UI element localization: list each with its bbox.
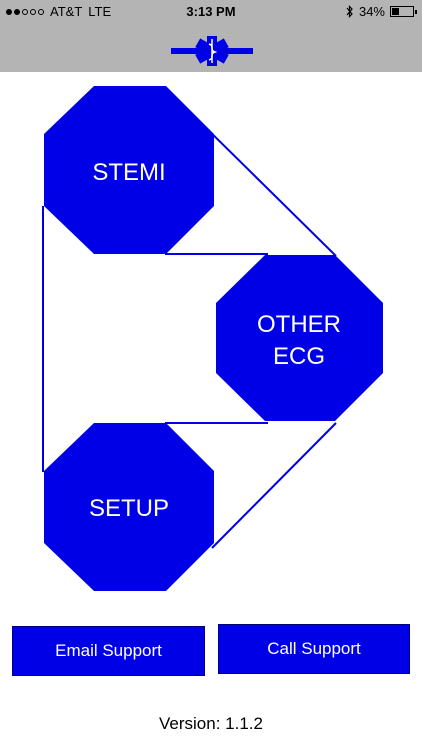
battery-icon xyxy=(390,6,417,17)
stemi-label: STEMI xyxy=(92,159,165,186)
carrier-label: AT&T xyxy=(50,4,83,19)
version-label: Version: 1.1.2 xyxy=(159,714,263,733)
status-right: 34% xyxy=(346,4,417,19)
status-bar: AT&T LTE 3:13 PM 34% xyxy=(0,0,422,24)
status-time: 3:13 PM xyxy=(186,4,236,19)
signal-strength-icon xyxy=(6,8,44,15)
email-support-button[interactable]: Email Support xyxy=(12,626,205,676)
connector-line xyxy=(211,422,337,549)
star-of-life-icon xyxy=(171,36,253,66)
connector-line xyxy=(195,117,337,257)
navigation-bar xyxy=(0,24,422,72)
status-left: AT&T LTE xyxy=(6,4,111,19)
setup-label: SETUP xyxy=(89,495,169,522)
other-ecg-label-line1: OTHER xyxy=(257,311,341,338)
other-ecg-label-line2: ECG xyxy=(273,343,325,370)
other-ecg-button[interactable]: OTHER ECG xyxy=(216,255,383,421)
network-label: LTE xyxy=(88,4,112,19)
setup-button[interactable]: SETUP xyxy=(44,423,214,591)
battery-percent: 34% xyxy=(358,4,385,19)
stemi-button[interactable]: STEMI xyxy=(44,86,214,254)
call-support-button[interactable]: Call Support xyxy=(218,624,410,674)
bluetooth-icon xyxy=(346,5,353,18)
menu-diagram: STEMI OTHER ECG SETUP xyxy=(42,86,383,591)
